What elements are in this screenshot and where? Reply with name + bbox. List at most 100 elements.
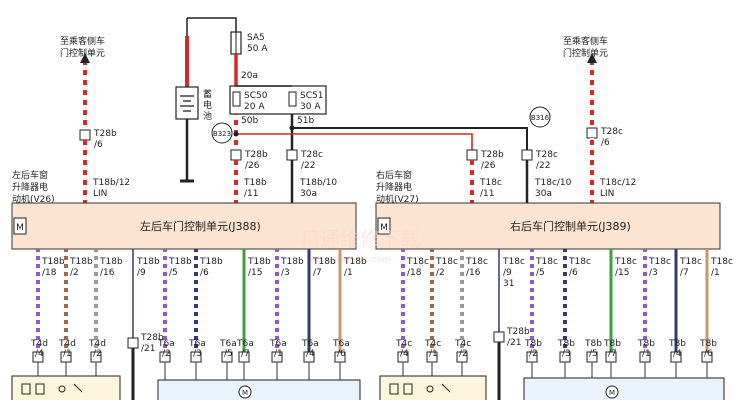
svg-text:M: M bbox=[16, 223, 24, 233]
right-motor-label-2: 升降器电 bbox=[376, 181, 412, 193]
connector-t28b26-left-name: T28b bbox=[244, 150, 268, 160]
left-t6a-connector-pin: /1 bbox=[274, 349, 283, 359]
svg-text:B316: B316 bbox=[531, 114, 550, 122]
fuse-sa5 bbox=[230, 31, 242, 55]
left-t6a-connector-name: T6a bbox=[157, 339, 175, 349]
right-dest-line2: 门控制单元 bbox=[563, 47, 608, 59]
left-pin10-label: 30a bbox=[300, 189, 317, 199]
right-t8b-connector-name: T8b bbox=[584, 339, 602, 349]
wire-50b-label: 50b bbox=[241, 116, 258, 126]
right-t4c-connector-pin: /1 bbox=[429, 349, 438, 359]
right-t4c-connector-pin: /2 bbox=[459, 349, 468, 359]
left-dest-line1: 至乘客侧车 bbox=[60, 35, 105, 47]
fuse-sc51-name: SC51 bbox=[300, 91, 323, 101]
ground-b316: B316 bbox=[529, 106, 551, 128]
right-pin10-label: 30a bbox=[535, 189, 552, 199]
right-t8b-connector-pin: /5 bbox=[589, 349, 598, 359]
left-t4d-connector-pin: /2 bbox=[93, 349, 102, 359]
left-lin-label: LIN bbox=[93, 189, 107, 199]
right-lower-pin-num: /6 bbox=[569, 268, 578, 278]
right-lock-module bbox=[523, 377, 725, 400]
connector-t28b6-name: T28b bbox=[93, 129, 117, 139]
ground-connector-left-name: T28b bbox=[140, 333, 164, 343]
lower-left-wires: T18b/18T18b/2T18b/16T18b/9T18b/5T18b/6T1… bbox=[30, 249, 367, 400]
left-lower-pin-name: T18b bbox=[69, 257, 93, 267]
right-pin11-num: /11 bbox=[480, 189, 494, 199]
right-motor-icon: M bbox=[377, 217, 391, 235]
right-t4c-connector-name: T4c bbox=[395, 339, 412, 349]
left-switch-symbols bbox=[21, 383, 83, 395]
left-lower-pin-name: T18b bbox=[312, 257, 336, 267]
left-lower-pin-num: /1 bbox=[344, 268, 353, 278]
ground-connector-right-pin: /21 bbox=[507, 338, 521, 348]
battery-label-1: 蓄 bbox=[203, 88, 212, 100]
connector-t28b26-right bbox=[466, 149, 478, 203]
fuse-box bbox=[229, 85, 327, 115]
left-t6a-connector-name: T6a bbox=[236, 339, 254, 349]
right-dest-arrow bbox=[587, 53, 597, 128]
left-dest-arrow bbox=[80, 53, 90, 130]
left-pin11-num: /11 bbox=[244, 189, 258, 199]
left-t4d-connector-name: T4d bbox=[88, 339, 106, 349]
svg-text:B323: B323 bbox=[213, 130, 231, 138]
right-lower-pin-name: T18c bbox=[435, 257, 458, 267]
left-t6a-connector-name: T6a bbox=[332, 339, 350, 349]
right-t8b-connector-name: T8b bbox=[603, 339, 621, 349]
battery-label-2: 电 bbox=[203, 99, 212, 111]
wire-20a-label: 20a bbox=[241, 71, 258, 81]
right-t8b-connector-name: T8b bbox=[637, 339, 655, 349]
connector-t28c6 bbox=[586, 127, 598, 203]
right-t8b-connector-name: T8b bbox=[668, 339, 686, 349]
ground-connector-right bbox=[493, 331, 505, 400]
right-t8b-connector-name: T8b bbox=[699, 339, 717, 349]
right-t8b-connector-pin: /7 bbox=[608, 349, 617, 359]
right-lower-pin-name: T18c bbox=[679, 257, 702, 267]
right-t4c-connector-pin: /4 bbox=[400, 349, 409, 359]
left-lower-pin-name: T18b bbox=[247, 257, 271, 267]
right-lower-pin-name: T18c bbox=[502, 257, 525, 267]
left-lower-pin-num: /2 bbox=[70, 268, 79, 278]
right-dest-line1: 至乘客侧车 bbox=[563, 35, 608, 47]
right-lin-label: LIN bbox=[600, 189, 614, 199]
left-lock-motor-icon: M bbox=[238, 385, 252, 399]
connector-t28c22-right bbox=[521, 149, 533, 203]
ground-b323: B323 bbox=[211, 122, 233, 144]
left-lower-pin-name: T18b bbox=[41, 257, 65, 267]
left-lower-pin-name: T18b bbox=[199, 257, 223, 267]
watermark-main: 精通维修下载 bbox=[300, 227, 420, 251]
battery-label-3: 池 bbox=[203, 110, 212, 122]
ground-connector-left bbox=[127, 249, 139, 400]
ground-connector-left-pin: /21 bbox=[141, 344, 155, 354]
left-lower-pin-num: /18 bbox=[42, 268, 57, 278]
left-lower-pin-num: /9 bbox=[137, 268, 146, 278]
left-t6a-connector-pin: /3 bbox=[193, 349, 202, 359]
right-lower-pin-num: /16 bbox=[466, 268, 481, 278]
right-t8b-connector-pin: /2 bbox=[529, 349, 538, 359]
fuse-sc50-name: SC50 bbox=[244, 91, 268, 101]
left-t4d-connector-pin: /4 bbox=[35, 349, 44, 359]
left-motor-label-1: 左后车窗 bbox=[12, 169, 48, 181]
left-pin10-name: T18b/10 bbox=[299, 178, 337, 188]
right-t8b-connector-pin: /4 bbox=[673, 349, 682, 359]
right-lower-pin-num: /9 bbox=[503, 268, 512, 278]
right-lower-pin-num: /15 bbox=[615, 268, 629, 278]
right-t8b-connector-name: T8b bbox=[557, 339, 575, 349]
left-lower-pin-name: T18b bbox=[99, 257, 123, 267]
left-t6a-connector-name: T6a bbox=[301, 339, 319, 349]
fuse-sc51 bbox=[288, 91, 297, 107]
left-t6a-connector-name: T6a bbox=[269, 339, 287, 349]
left-t6a-connector-pin: /6 bbox=[337, 349, 346, 359]
right-unit-title: 右后车门控制单元(J389) bbox=[510, 219, 631, 233]
left-t4d-connector-name: T4d bbox=[30, 339, 48, 349]
left-switch-module bbox=[11, 375, 121, 400]
right-t4c-connector-name: T4c bbox=[424, 339, 441, 349]
connector-t28b6 bbox=[79, 129, 91, 203]
left-t6a-connector-name: T6a bbox=[219, 339, 237, 349]
left-lower-pin-num: /5 bbox=[169, 268, 178, 278]
left-lower-pin-num: /3 bbox=[281, 268, 290, 278]
watermark-sub: www.jtweixiu.com bbox=[310, 255, 391, 265]
right-lock-motor-icon: M bbox=[605, 385, 619, 399]
right-lower-pin-extra: 31 bbox=[503, 279, 514, 289]
ground-connector-right-name: T28b bbox=[506, 327, 530, 337]
left-pin11-name: T18b bbox=[243, 178, 267, 188]
